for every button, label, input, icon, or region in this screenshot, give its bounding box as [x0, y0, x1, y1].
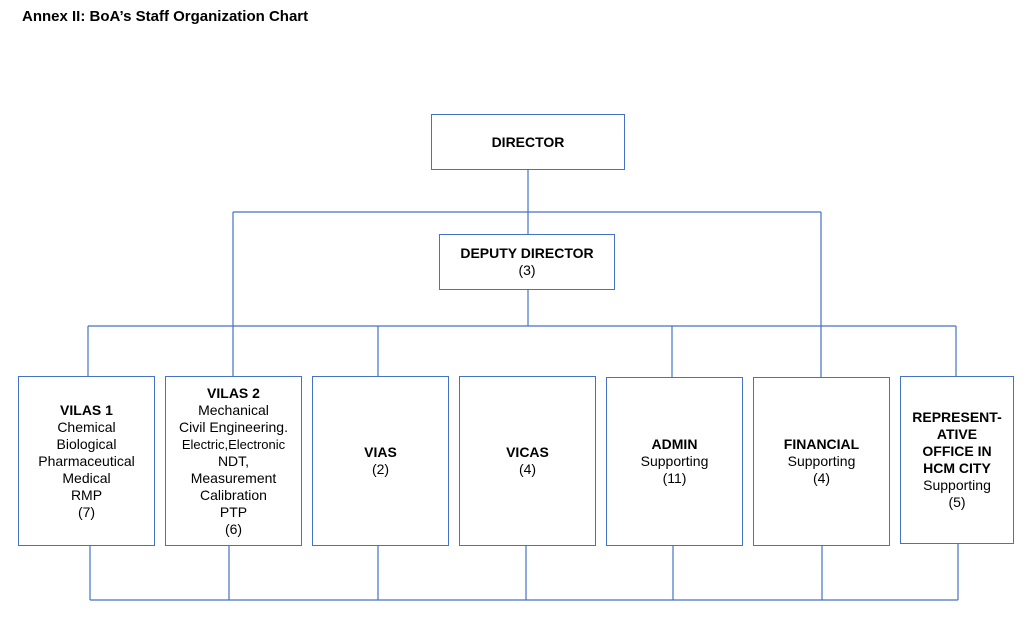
deputy-director-box: DEPUTY DIRECTOR (3) [439, 234, 615, 290]
admin-count: (11) [662, 470, 687, 486]
vilas2-detail-line: PTP [219, 503, 248, 520]
vilas1-title-line: VILAS 1 [60, 401, 113, 418]
financial-detail-line: Supporting [787, 453, 856, 469]
rep-office-title-line: REPRESENT- [912, 409, 1002, 425]
vilas2-detail-line: NDT, [217, 452, 250, 469]
vilas1-detail-line: Chemical [57, 418, 116, 435]
vilas1-detail-line: RMP [70, 486, 103, 503]
vicas-title-line: VICAS [506, 444, 549, 460]
vilas1-detail-line: Biological [56, 435, 117, 452]
financial-count: (4) [812, 470, 831, 486]
vilas2-title-line: VILAS 2 [207, 384, 260, 401]
vilas1-detail-line: Pharmaceutical [38, 452, 135, 469]
admin-title-line: ADMIN [651, 436, 698, 452]
deputy-director-count: (3) [518, 262, 536, 278]
vilas1-detail-line: Medical [62, 469, 111, 486]
rep-office-count: (5) [948, 494, 966, 510]
financial-title-line: FINANCIAL [783, 436, 860, 452]
vias-count: (2) [371, 461, 390, 477]
vilas1-count: (7) [77, 503, 96, 520]
vilas2-detail-line: Civil Engineering. [179, 418, 288, 435]
rep-office-title-line: ATIVE [936, 426, 978, 442]
unit-box-vicas: VICAS(4) [459, 376, 596, 546]
rep-office-title-line: HCM CITY [923, 460, 991, 476]
director-box: DIRECTOR [431, 114, 625, 170]
rep-office-title-line: OFFICE IN [922, 443, 992, 459]
director-title: DIRECTOR [491, 133, 565, 150]
rep-office-detail-line: Supporting [923, 477, 991, 493]
vicas-count: (4) [518, 461, 537, 477]
admin-detail-line: Supporting [640, 453, 709, 469]
vilas2-detail-line: Calibration [200, 486, 267, 503]
page-title: Annex II: BoA’s Staff Organization Chart [22, 8, 309, 25]
unit-box-vias: VIAS(2) [312, 376, 449, 546]
vias-title-line: VIAS [364, 444, 397, 460]
deputy-director-title: DEPUTY DIRECTOR [460, 245, 594, 261]
vilas2-detail-line: Electric,Electronic [181, 436, 286, 452]
vilas2-detail-line: Mechanical [198, 401, 269, 418]
vilas2-count: (6) [224, 520, 243, 537]
vilas2-detail-line: Measurement [190, 469, 277, 486]
